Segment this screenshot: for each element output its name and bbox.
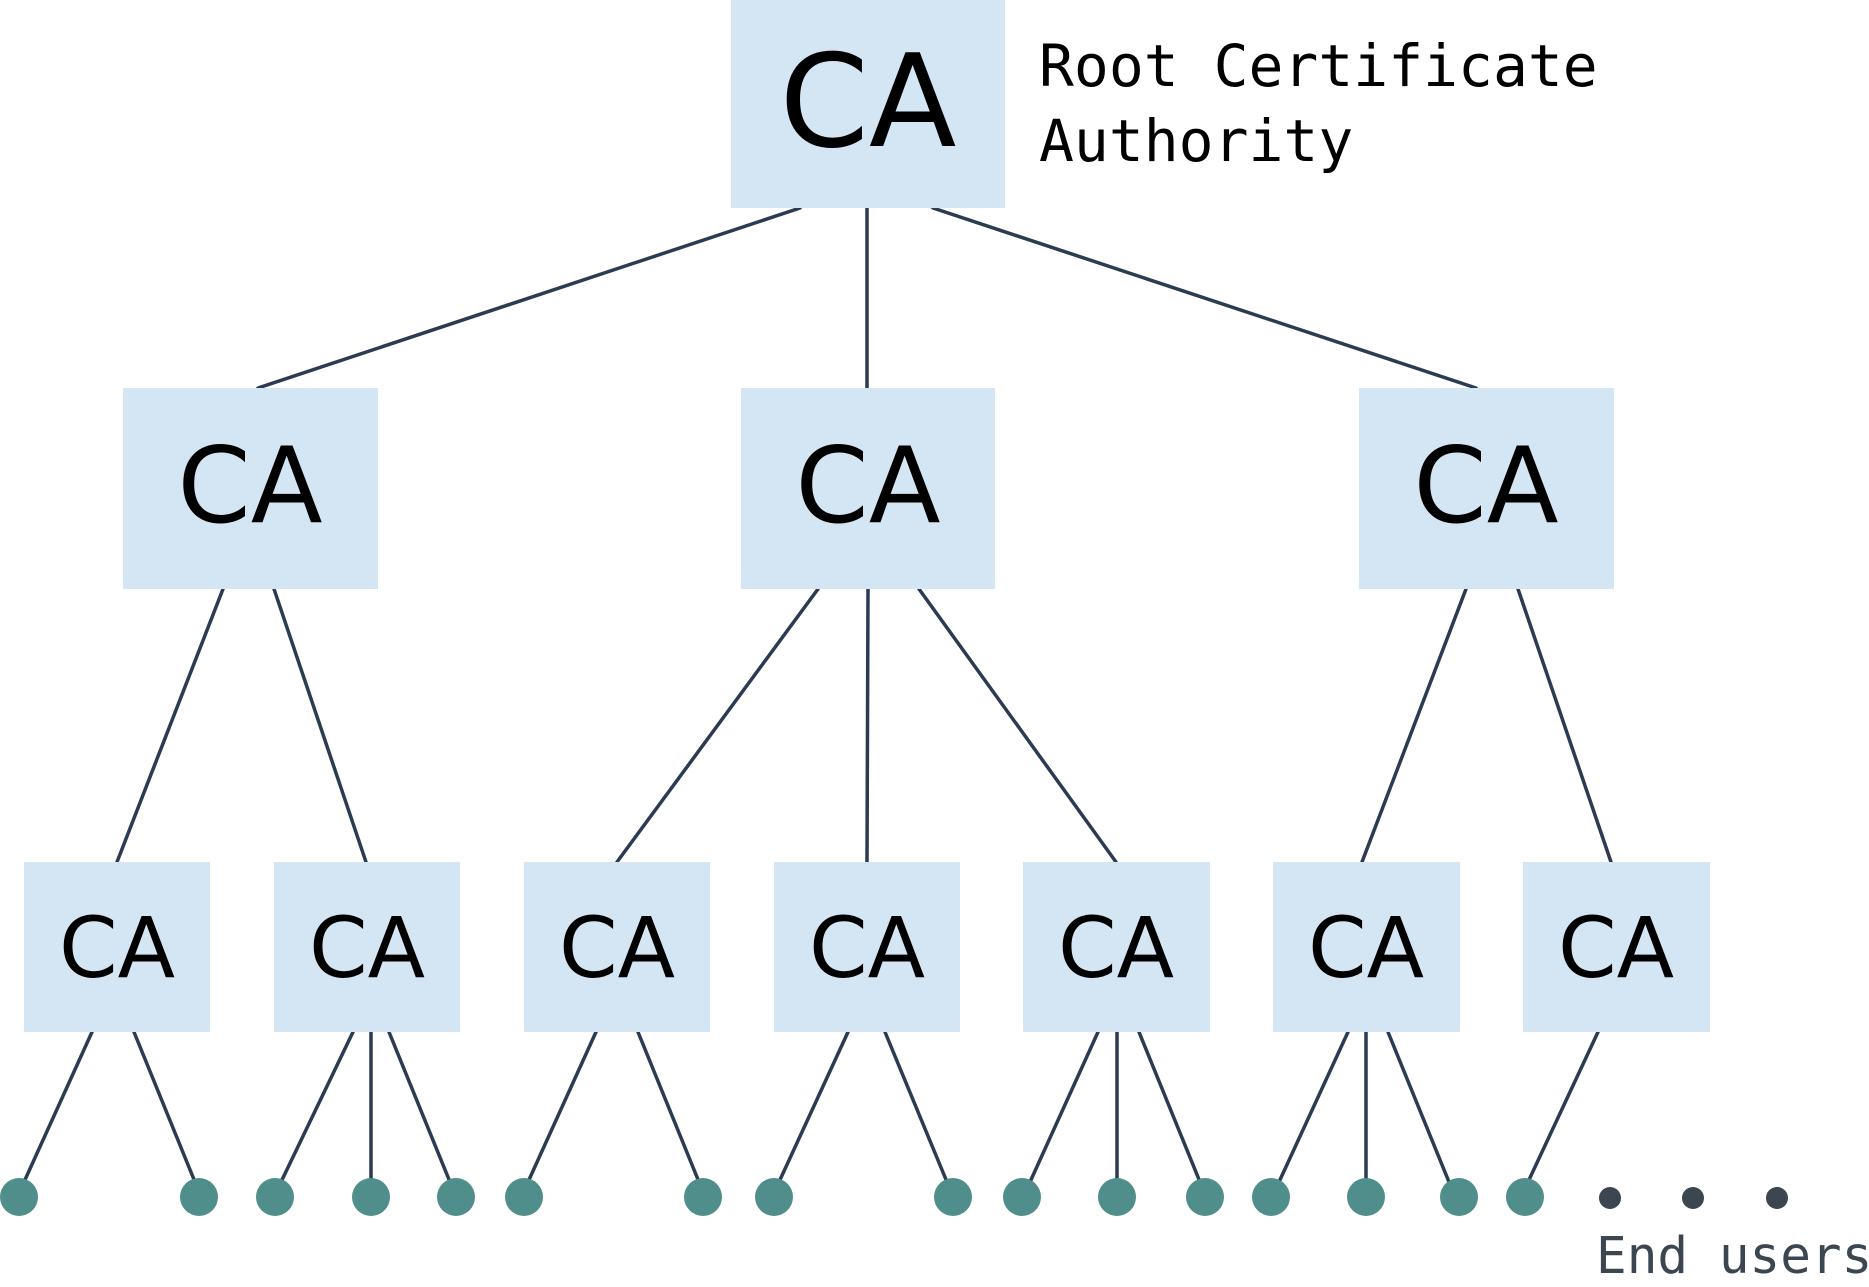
ca-box [24, 862, 210, 1032]
ca-box [274, 862, 460, 1032]
end-user-row [0, 1178, 1544, 1216]
issuing-ca-node: CA [774, 862, 960, 1032]
end-user-node [755, 1178, 793, 1216]
end-user-node [1347, 1178, 1385, 1216]
edge [1516, 587, 1613, 864]
root-label-line1: Root Certificate [1039, 32, 1598, 100]
edge [636, 1030, 701, 1184]
edge [132, 1030, 197, 1184]
edge [1277, 1030, 1350, 1184]
ca-label: CA [1558, 899, 1674, 997]
edge [1360, 587, 1468, 864]
ellipsis-dot [1682, 1187, 1704, 1209]
ca-label: CA [1308, 899, 1424, 997]
issuing-ca-node: CA [524, 862, 710, 1032]
end-users-label: End users [1596, 1227, 1869, 1286]
root-ca-node: CA [731, 0, 1005, 208]
root-label-line2: Authority [1039, 107, 1353, 175]
edge [1137, 1030, 1202, 1184]
edge [22, 1030, 94, 1184]
end-user-node [0, 1178, 38, 1216]
ca-label: CA [309, 899, 425, 997]
end-user-node [1186, 1178, 1224, 1216]
ca-label: CA [177, 425, 322, 547]
edge-root-to-ca-right [931, 206, 1478, 390]
edge [272, 587, 368, 864]
intermediate-edges [115, 587, 1613, 864]
end-user-node [1252, 1178, 1290, 1216]
root-ca-label: CA [780, 28, 957, 177]
edge-root-to-ca-left [256, 206, 802, 390]
ca-box [1359, 388, 1614, 589]
edge [615, 587, 820, 864]
ca-label: CA [59, 899, 175, 997]
intermediate-ca-node: CA [123, 388, 378, 589]
intermediate-ca-row: CA CA CA [123, 388, 1614, 589]
edge [526, 1030, 598, 1184]
issuing-ca-node: CA [1023, 862, 1210, 1032]
ca-box [1273, 862, 1460, 1032]
edge [1526, 1030, 1600, 1184]
edge [1028, 1030, 1100, 1184]
end-user-node [1440, 1178, 1478, 1216]
edge [115, 587, 225, 864]
end-user-node [505, 1178, 543, 1216]
edge [387, 1030, 452, 1184]
edge [917, 587, 1118, 864]
end-user-node [1098, 1178, 1136, 1216]
ca-box [741, 388, 995, 589]
ca-box [1523, 862, 1710, 1032]
end-user-node [256, 1178, 294, 1216]
end-user-node [684, 1178, 722, 1216]
issuing-ca-node: CA [274, 862, 460, 1032]
end-user-node [1003, 1178, 1041, 1216]
issuing-ca-node: CA [1273, 862, 1460, 1032]
ca-box [123, 388, 378, 589]
edge [1386, 1030, 1451, 1184]
ellipsis [1599, 1187, 1788, 1209]
ellipsis-dot [1599, 1187, 1621, 1209]
edge [865, 587, 870, 864]
end-user-node [352, 1178, 390, 1216]
issuing-ca-row: CA CA CA CA CA CA CA [24, 862, 1710, 1032]
ca-box [524, 862, 710, 1032]
end-user-node [180, 1178, 218, 1216]
leaf-edges [22, 1030, 1600, 1184]
ca-box [1023, 862, 1210, 1032]
ca-label: CA [795, 425, 940, 547]
end-user-node [934, 1178, 972, 1216]
edge [279, 1030, 355, 1184]
issuing-ca-node: CA [24, 862, 210, 1032]
issuing-ca-node: CA [1523, 862, 1710, 1032]
edge [883, 1030, 949, 1184]
ca-box [774, 862, 960, 1032]
ca-label: CA [559, 899, 675, 997]
root-certificate-authority-label: Root Certificate Authority [1039, 32, 1633, 175]
root-edges [256, 206, 1478, 390]
ellipsis-dot [1766, 1187, 1788, 1209]
edge [777, 1030, 850, 1184]
ca-label: CA [809, 899, 925, 997]
end-user-node [437, 1178, 475, 1216]
ca-label: CA [1413, 425, 1558, 547]
intermediate-ca-node: CA [741, 388, 995, 589]
ca-label: CA [1058, 899, 1174, 997]
end-user-node [1506, 1178, 1544, 1216]
intermediate-ca-node: CA [1359, 388, 1614, 589]
root-ca-box [731, 0, 1005, 208]
